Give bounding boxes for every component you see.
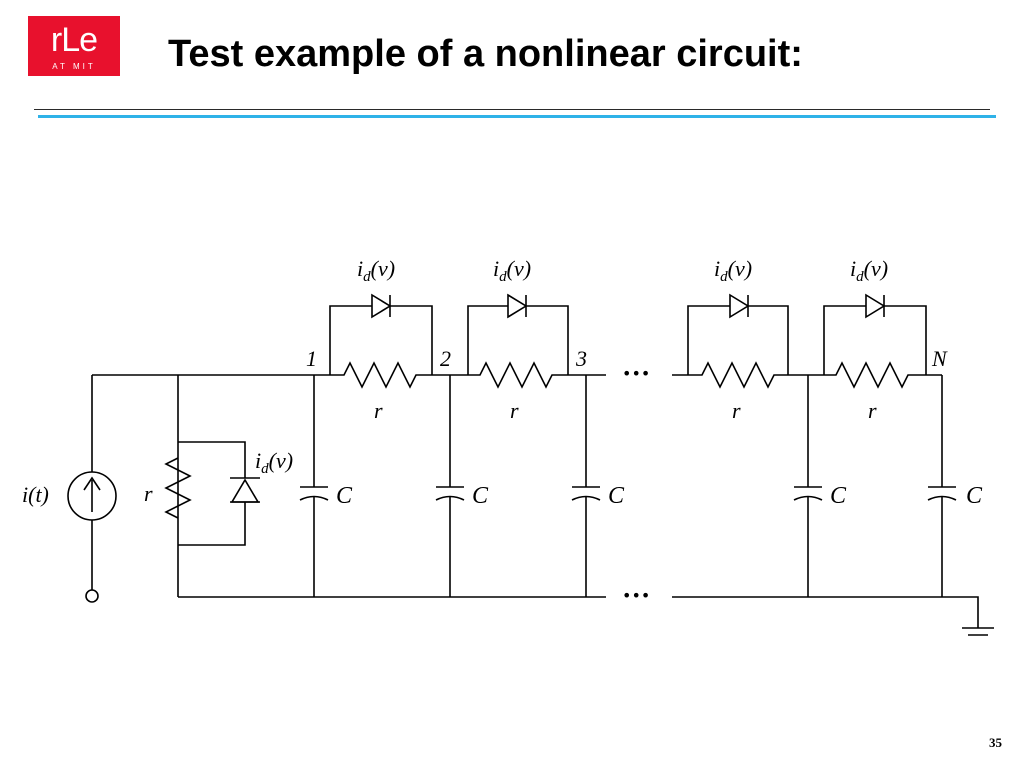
- ellipsis-bottom: •••: [622, 586, 650, 605]
- capacitor-label-5: C: [966, 483, 983, 509]
- source-label: i(t): [22, 482, 49, 507]
- capacitor-label-2: C: [472, 483, 489, 509]
- capacitor-label-1: C: [336, 483, 353, 509]
- resistor-label-4: r: [868, 398, 877, 423]
- capacitor-label-4: C: [830, 483, 847, 509]
- diode-bridge-4: [823, 293, 927, 375]
- resistor-label-shunt: r: [144, 481, 153, 506]
- diode-bridge-3: [687, 293, 789, 375]
- diode-label-1: id(v): [357, 256, 395, 285]
- title-divider-blue: [38, 115, 996, 118]
- shunt-diode: [230, 477, 260, 503]
- logo-subtitle: AT MIT: [52, 62, 96, 71]
- node-label-3: 3: [575, 346, 587, 371]
- resistor-label-3: r: [732, 398, 741, 423]
- logo-mark: rLe: [50, 21, 98, 59]
- ellipsis-top: •••: [622, 364, 650, 383]
- current-source: [67, 471, 117, 521]
- series-resistor-4: [808, 361, 942, 389]
- series-resistor-2: [450, 361, 586, 389]
- diode-label-4: id(v): [850, 256, 888, 285]
- page-number: 35: [989, 735, 1002, 750]
- capacitor-label-3: C: [608, 483, 625, 509]
- source-ground-terminal: [85, 589, 99, 603]
- node-label-2: 2: [440, 346, 451, 371]
- diode-bridge-1: [329, 293, 433, 375]
- diode-label-2: id(v): [493, 256, 531, 285]
- wires: [91, 374, 994, 636]
- resistor-label-2: r: [510, 398, 519, 423]
- diode-label-3: id(v): [714, 256, 752, 285]
- rle-logo: rLe AT MIT: [28, 16, 120, 76]
- shunt-resistor: [164, 457, 192, 519]
- diode-label-shunt: id(v): [255, 448, 293, 477]
- node-label-n: N: [931, 346, 948, 371]
- slide-title: Test example of a nonlinear circuit:: [168, 33, 803, 75]
- series-resistor-3: [690, 361, 808, 389]
- resistor-label-1: r: [374, 398, 383, 423]
- title-divider-dark: [34, 109, 990, 110]
- series-resistor-1: [314, 361, 450, 389]
- diode-bridge-2: [467, 293, 569, 375]
- node-label-1: 1: [306, 346, 317, 371]
- capacitors: [299, 486, 957, 501]
